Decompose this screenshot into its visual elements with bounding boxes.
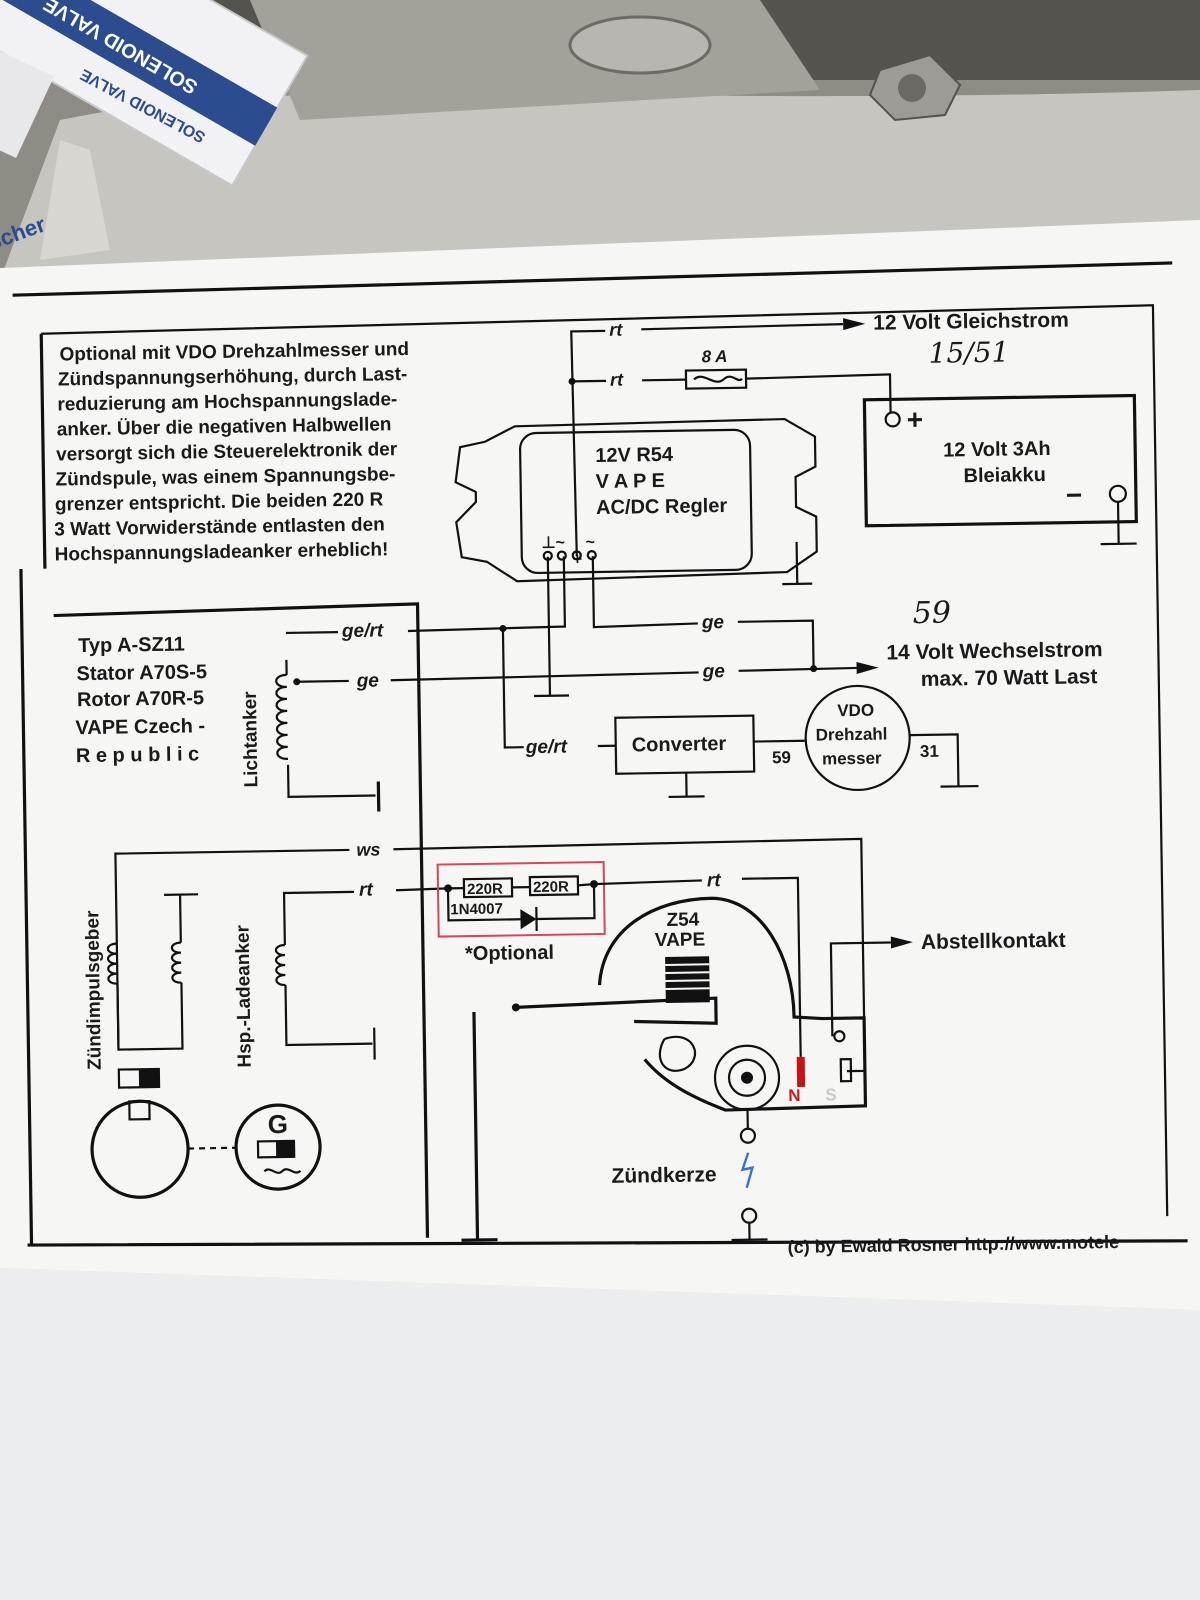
description-line: grenzer entspricht. Die beiden 220 R [55, 489, 384, 515]
ignition-model: Z54 [666, 909, 699, 931]
ignition-ground [461, 1011, 498, 1242]
lichtanker-coil [275, 673, 289, 761]
tachometer [804, 684, 911, 792]
label-hsp-ladeanker: Hsp.-Ladeanker [233, 924, 256, 1067]
wire-label-ge-3: ge [701, 612, 725, 633]
stator-info: Typ A-SZ11 Stator A70S-5 Rotor A70R-5 VA… [75, 634, 207, 768]
battery-type: Bleiakku [963, 464, 1046, 487]
regulator-terminal-ac1: ~ [555, 535, 565, 552]
wire-label-ge-2: ge [701, 661, 725, 682]
paper [0, 220, 1200, 1310]
arrow-ac [856, 661, 879, 674]
tacho-line3: messer [822, 749, 882, 769]
description-line: Hochspannungsladeanker erheblich! [55, 539, 389, 565]
wire-label-rt-fuse: rt [610, 370, 624, 390]
lichtanker-leads [285, 659, 376, 799]
label-zuendkerze: Zündkerze [611, 1163, 716, 1188]
generator-symbol [234, 1103, 322, 1191]
wire-ge-rt [407, 556, 567, 633]
wire-label-rt-top: rt [609, 320, 623, 340]
impulse-coil-1 [106, 942, 118, 985]
optional-box [436, 860, 606, 938]
regulator-terminal-ac2: ~ [585, 534, 595, 551]
stator-country: R e p u b l i c [76, 743, 200, 767]
converter-terminal-59: 59 [772, 748, 791, 767]
regulator-ground [782, 541, 813, 586]
background-clutter: SOLENOID VALVE SOLENOID VALVE scher [0, 0, 1200, 330]
regulator-type: AC/DC Regler [596, 495, 728, 519]
label-lichtanker: Lichtanker [240, 691, 263, 788]
converter-label: Converter [632, 733, 727, 756]
regulator-terminal-ground: ⊥ [541, 535, 555, 552]
battery-minus: − [1066, 479, 1083, 510]
battery [862, 393, 1138, 528]
stator-maker: VAPE Czech - [75, 715, 205, 739]
wire-dc-out [641, 323, 844, 331]
stator-type: Typ A-SZ11 [78, 634, 185, 658]
label-zuendimpulsgeber: Zündimpulsgeber [82, 910, 106, 1070]
resistor-1-label: 220R [467, 881, 503, 899]
wire-label-rt-low-2: rt [707, 870, 722, 891]
tacho-terminal-31: 31 [920, 742, 939, 761]
tacho-brand: VDO [837, 701, 874, 721]
handwritten-59: 59 [912, 595, 951, 631]
pole-s: S [825, 1085, 837, 1104]
label-12v-dc: 12 Volt Gleichstrom [873, 309, 1069, 335]
wire-ge-rt-converter [501, 628, 524, 749]
battery-ground [1100, 501, 1137, 546]
wire-label-ge-rt-1: ge/rt [341, 620, 384, 642]
regulator-model: 12V R54 [595, 444, 674, 467]
diode-symbol [520, 909, 537, 930]
diode-label: 1N4007 [450, 901, 503, 919]
regulator: 12V R54 V A P E AC/DC Regler ⊥ ~ + ~ [454, 417, 818, 586]
battery-capacity: 12 Volt 3Ah [943, 438, 1051, 462]
table-surface [0, 1268, 1200, 1600]
wire-label-ge-1: ge [356, 670, 380, 691]
wire-kill-out [829, 941, 891, 1037]
wire-ws-right [393, 837, 867, 1073]
label-abstellkontakt: Abstellkontakt [921, 929, 1066, 954]
fuse-label: 8 A [702, 347, 728, 366]
stator-model: Stator A70S-5 [76, 661, 207, 685]
frame-inner [41, 304, 1169, 1217]
wire-ge-main [390, 671, 699, 682]
wire-ge-regulator [591, 556, 698, 629]
tacho-line2: Drehzahl [815, 724, 887, 744]
arrow-kill [890, 936, 913, 949]
ignition-brand: VAPE [655, 929, 706, 951]
label-ac-load: max. 70 Watt Last [921, 665, 1098, 691]
regulator-brand: V A P E [595, 470, 665, 493]
rotor-link [188, 1146, 237, 1150]
wire-label-ge-rt-2: ge/rt [525, 737, 568, 759]
resistor-2-label: 220R [533, 879, 569, 897]
wire-label-ws: ws [356, 839, 380, 859]
ignition-lead [515, 996, 718, 1025]
description-line: 3 Watt Vorwiderstände entlasten den [54, 514, 385, 540]
wire-rt-fuse [572, 379, 607, 383]
impulse-coil-2 [170, 941, 182, 984]
pole-n: N [788, 1086, 801, 1105]
handwritten-15-51: 15/51 [928, 336, 1009, 370]
rotor-model: Rotor A70R-5 [77, 687, 204, 711]
battery-plus: + [906, 404, 923, 435]
description-text: Optional mit VDO Drehzahlmesser und Zünd… [54, 339, 409, 566]
wire-label-rt-low-1: rt [359, 880, 374, 901]
optional-label: *Optional [465, 942, 554, 965]
arrow-dc [843, 318, 866, 331]
hsp-coil [274, 943, 286, 987]
spark-bolt [740, 1152, 755, 1189]
label-14v-ac: 14 Volt Wechselstrom [886, 638, 1103, 664]
stator-box [53, 602, 430, 1238]
generator-label: G [267, 1109, 288, 1139]
converter-ground [668, 772, 705, 799]
tacho-ground [909, 733, 979, 788]
frame-top [12, 261, 1173, 297]
wire-rt-top [570, 329, 606, 557]
frame-edges [19, 333, 1188, 1247]
hsp-ground [284, 984, 376, 1060]
ignition-coil [597, 896, 868, 1112]
regulator-ground-wire [533, 556, 570, 698]
